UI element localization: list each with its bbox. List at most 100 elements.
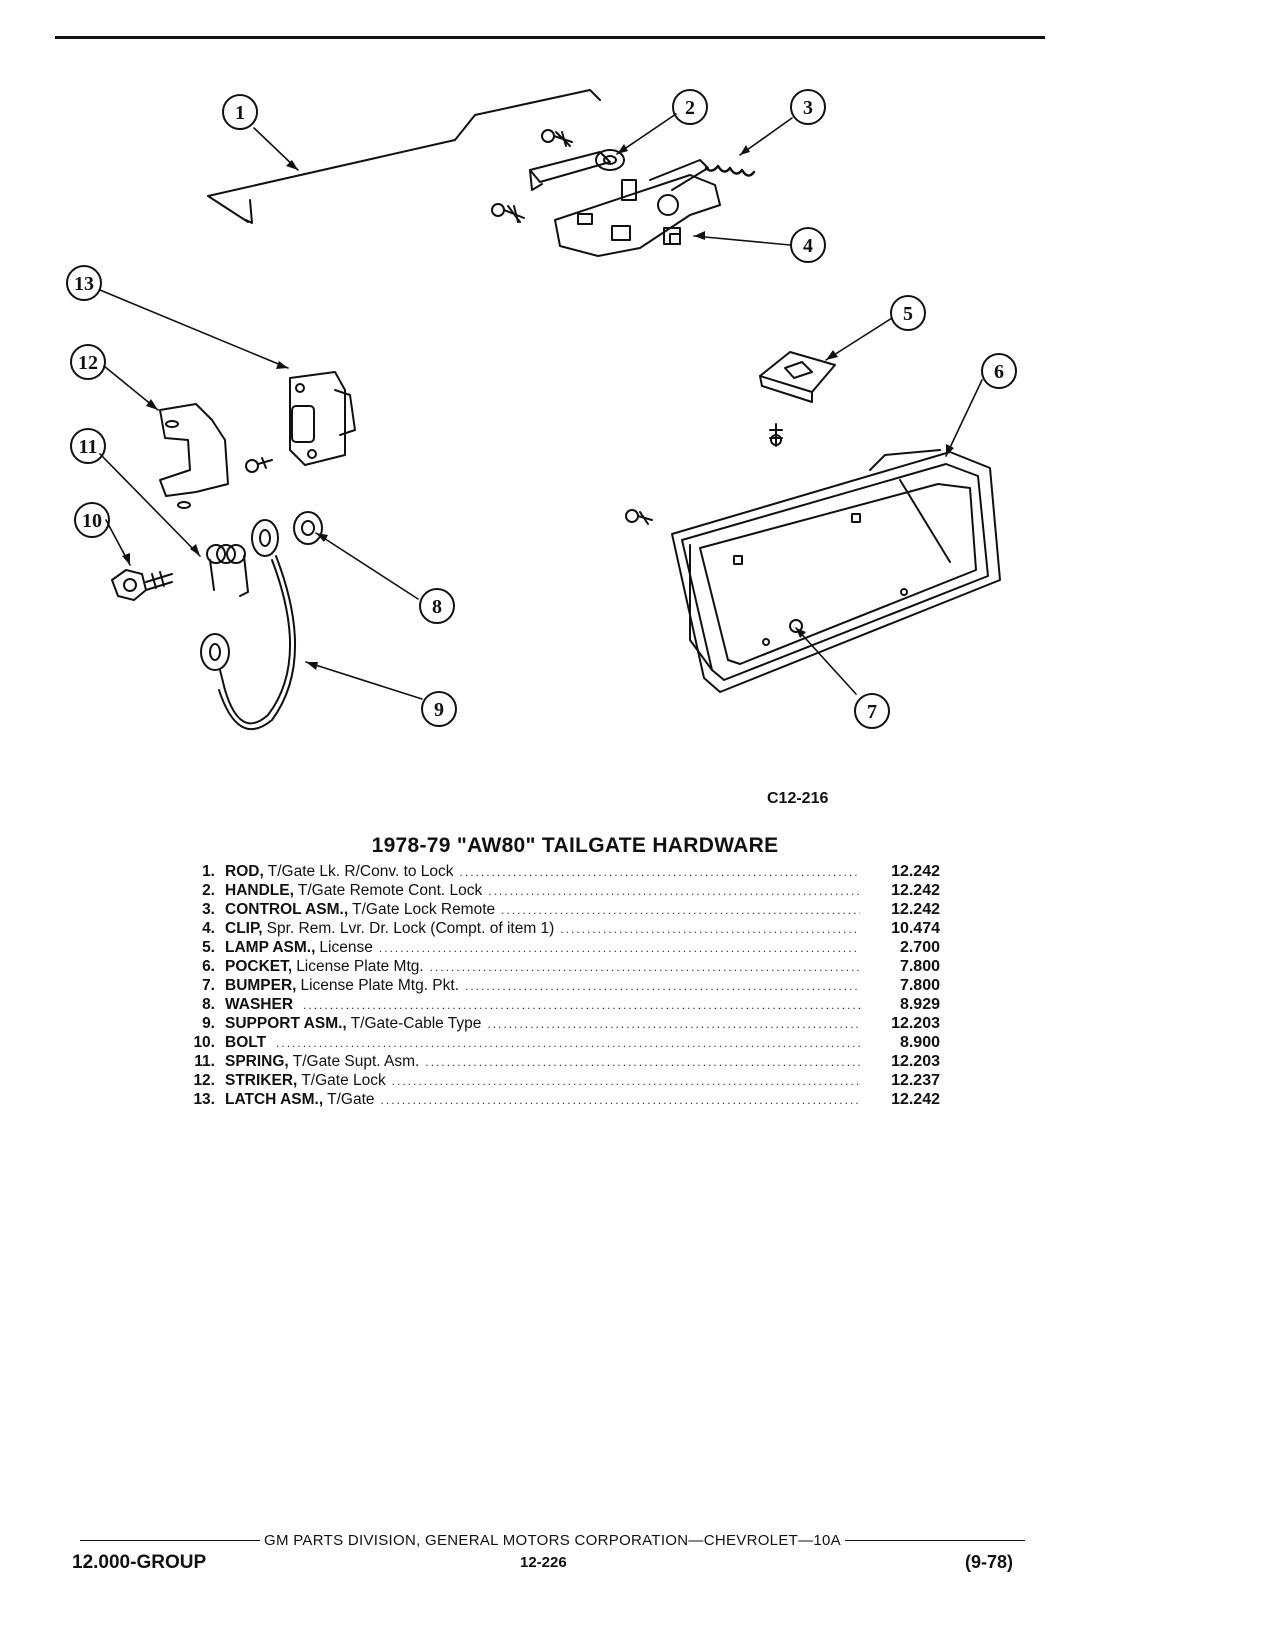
part-group-number: 2.700 [899, 939, 940, 956]
parts-row: 3.CONTROL ASM.,T/Gate Lock Remote.......… [180, 900, 940, 919]
footer-date: (9-78) [965, 1552, 1014, 1572]
part-number: 11. [194, 1053, 215, 1070]
callout-2: 2 [685, 97, 695, 119]
part-number: 9. [202, 1015, 215, 1032]
part-name: CLIP, [225, 920, 263, 937]
part-name: CONTROL ASM., [225, 901, 349, 918]
footer-corporation-line: GM PARTS DIVISION, GENERAL MOTORS CORPOR… [80, 1532, 1025, 1549]
parts-row: 12.STRIKER,T/Gate Lock..................… [180, 1071, 940, 1090]
parts-row: 1.ROD,T/Gate Lk. R/Conv. to Lock........… [180, 862, 940, 881]
figure-code: C12-216 [767, 790, 829, 807]
parts-row: 4. CLIP,Spr. Rem. Lvr. Dr. Lock (Compt. o… [180, 919, 940, 938]
part-name: BOLT [225, 1034, 267, 1051]
leader-dots: ........................................… [488, 884, 860, 898]
part-license-bumper [789, 619, 803, 633]
part-group-number: 12.242 [891, 863, 940, 880]
part-group-number: 12.237 [891, 1072, 940, 1089]
part-number: 1. [202, 863, 215, 880]
part-description: T/Gate Remote Cont. Lock [297, 882, 483, 899]
part-group-number: 8.929 [899, 996, 940, 1013]
parts-row: 13. LATCH ASM.,T/Gate....................… [180, 1090, 940, 1109]
leader-dots: ........................................… [391, 1074, 860, 1088]
part-group-number: 12.203 [891, 1053, 940, 1070]
part-name: SPRING, [225, 1053, 289, 1070]
callout-10: 10 [82, 510, 102, 532]
part-name: BUMPER, [225, 977, 297, 994]
leader-dots: ........................................… [303, 998, 860, 1012]
part-latch-assembly [289, 371, 356, 466]
part-name: WASHER [225, 996, 294, 1013]
leader-dots: ........................................… [378, 941, 860, 955]
part-lamp-assembly [759, 351, 836, 403]
callout-8: 8 [432, 596, 442, 618]
part-lamp-screw [769, 423, 783, 447]
part-description: License Plate Mtg. Pkt. [300, 977, 460, 994]
part-number: 6. [202, 958, 215, 975]
part-number: 5. [202, 939, 215, 956]
part-number: 7. [202, 977, 215, 994]
part-screw-2 [491, 203, 525, 223]
part-pocket-screw [625, 509, 653, 525]
footer-corporation: GM PARTS DIVISION, GENERAL MOTORS CORPOR… [264, 1532, 841, 1549]
part-group-number: 12.242 [891, 1091, 940, 1108]
part-number: 13. [193, 1091, 215, 1108]
part-number: 4. [202, 920, 215, 937]
footer-group: 12.000-GROUP [72, 1552, 207, 1573]
part-striker [159, 403, 229, 509]
leader-dots: ........................................… [501, 903, 860, 917]
part-description: T/Gate [327, 1091, 375, 1108]
part-description: Spr. Rem. Lvr. Dr. Lock (Compt. of item … [266, 920, 555, 937]
leader-lines [99, 113, 983, 700]
callout-markers [66, 89, 1017, 729]
part-group-number: 10.474 [891, 920, 940, 937]
part-description: T/Gate Lk. R/Conv. to Lock [267, 863, 454, 880]
part-name: HANDLE, [225, 882, 294, 899]
leader-dots: ........................................… [380, 1093, 860, 1107]
callout-9: 9 [434, 699, 444, 721]
footer-page-number: 12-226 [520, 1554, 567, 1571]
part-spring [206, 544, 249, 597]
part-description: License Plate Mtg. [296, 958, 424, 975]
part-number: 3. [202, 901, 215, 918]
part-description: T/Gate Lock [301, 1072, 386, 1089]
parts-row: 6. POCKET,License Plate Mtg..............… [180, 957, 940, 976]
callout-4: 4 [803, 235, 813, 257]
part-group-number: 8.900 [899, 1034, 940, 1051]
top-rule [55, 36, 1045, 39]
parts-row: 7. BUMPER,License Plate Mtg. Pkt.........… [180, 976, 940, 995]
parts-title: 1978-79 "AW80" TAILGATE HARDWARE [371, 834, 779, 857]
part-name: POCKET, [225, 958, 293, 975]
parts-row: 2.HANDLE,T/Gate Remote Cont. Lock.......… [180, 881, 940, 900]
callout-5: 5 [903, 303, 913, 325]
leader-dots: ........................................… [429, 960, 860, 974]
part-clip [663, 227, 681, 245]
part-description: T/Gate-Cable Type [350, 1015, 482, 1032]
callout-6: 6 [994, 361, 1004, 383]
part-screw-1 [541, 129, 573, 147]
exploded-parts-diagram: 1 2 3 4 5 6 7 8 9 10 11 12 13 [66, 89, 1017, 731]
parts-row: 8. WASHER................................… [180, 995, 940, 1014]
callout-1: 1 [235, 102, 245, 124]
parts-row: 5. LAMP ASM.,License.....................… [180, 938, 940, 957]
part-number: 8. [202, 996, 215, 1013]
part-group-number: 12.242 [891, 882, 940, 899]
part-handle [529, 149, 625, 191]
part-group-number: 12.203 [891, 1015, 940, 1032]
callout-7: 7 [867, 701, 877, 723]
parts-row: 9. SUPPORT ASM.,T/Gate-Cable Type........… [180, 1014, 940, 1033]
part-group-number: 12.242 [891, 901, 940, 918]
leader-dots: ........................................… [276, 1036, 860, 1050]
part-name: SUPPORT ASM., [225, 1015, 347, 1032]
callout-12: 12 [78, 352, 98, 374]
part-description: License [319, 939, 373, 956]
part-name: LAMP ASM., [225, 939, 316, 956]
parts-row: 11.SPRING,T/Gate Supt. Asm..............… [180, 1052, 940, 1071]
leader-dots: ........................................… [560, 922, 860, 936]
leader-dots: ........................................… [487, 1017, 860, 1031]
leader-dots: ........................................… [465, 979, 860, 993]
part-washer [293, 511, 323, 545]
part-name: LATCH ASM., [225, 1091, 324, 1108]
part-number: 10. [193, 1034, 215, 1051]
part-group-number: 7.800 [899, 977, 940, 994]
footer-rule-right [844, 1540, 1025, 1541]
